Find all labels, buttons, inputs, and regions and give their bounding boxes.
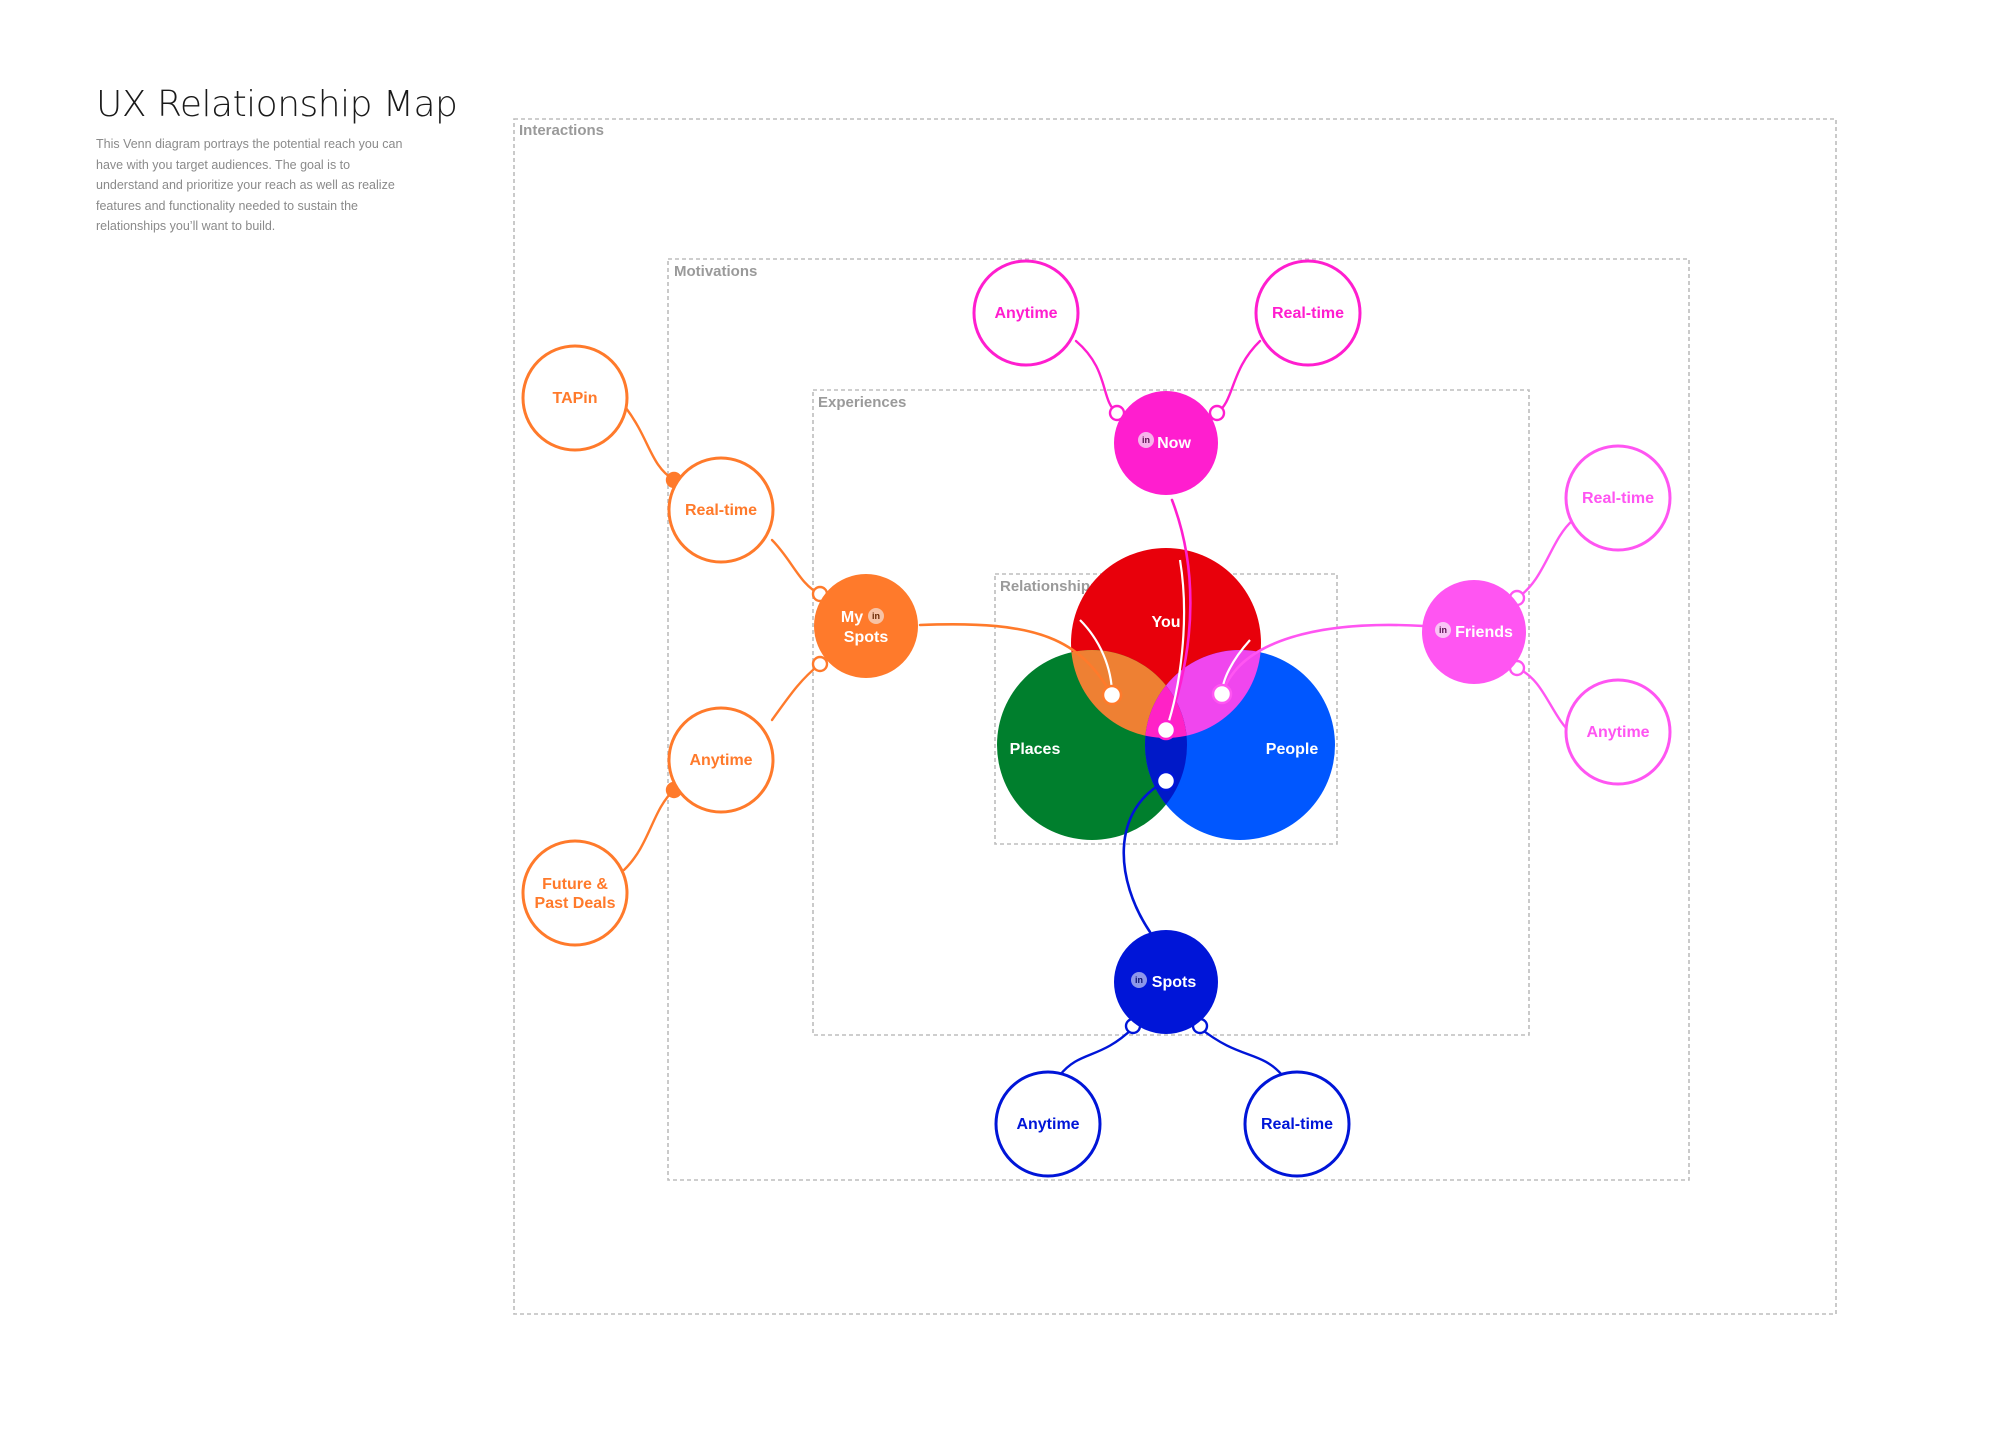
page-title: UX Relationship Map — [96, 84, 458, 125]
hub-my-spots-label-line2: Spots — [844, 629, 889, 646]
hub-friends-label: Friends — [1455, 624, 1513, 641]
svg-text:in: in — [1135, 975, 1143, 985]
hub-my-spots[interactable]: My in Spots — [814, 574, 918, 678]
venn-overlap-you-people — [1145, 650, 1261, 738]
svg-text:in: in — [1439, 625, 1447, 635]
connector-myspots-venn — [918, 623, 1114, 697]
svg-text:in: in — [1142, 435, 1150, 445]
connector-spots-realtime — [1198, 1026, 1284, 1077]
leaf-myspots-anytime-label: Anytime — [689, 752, 752, 769]
connector-tapin-realtime — [624, 406, 676, 482]
zone-interactions: Interactions — [513, 118, 1837, 1315]
connector-anytime-future — [622, 788, 676, 872]
zone-motivations: Motivations — [667, 258, 1690, 1181]
zone-experiences: Experiences — [812, 389, 1530, 1036]
connector-now-realtime — [1215, 339, 1262, 415]
leaf-now-anytime-label: Anytime — [994, 305, 1057, 322]
leaf-spots-realtime[interactable]: Real-time — [1243, 1070, 1351, 1178]
leaf-tapin[interactable]: TAPin — [521, 344, 629, 452]
port-now-right — [1208, 404, 1226, 422]
leaf-tapin-label: TAPin — [552, 390, 597, 407]
connector-friends-realtime — [1515, 518, 1575, 600]
hub-spots[interactable]: in Spots — [1114, 930, 1218, 1034]
connector-dot-myspots — [1101, 684, 1123, 706]
hub-now[interactable]: in Now — [1114, 391, 1218, 495]
leaf-friends-realtime-label: Real-time — [1582, 490, 1654, 507]
in-badge-icon: in — [1138, 432, 1154, 448]
leaf-myspots-anytime[interactable]: Anytime — [667, 706, 775, 814]
venn-label-places: Places — [1010, 741, 1061, 758]
leaf-friends-realtime[interactable]: Real-time — [1564, 444, 1672, 552]
connector-now-anytime — [1074, 339, 1119, 415]
leaf-spots-anytime-label: Anytime — [1016, 1116, 1079, 1133]
connector-dot-friends — [1211, 683, 1233, 705]
leaf-friends-anytime-label: Anytime — [1586, 724, 1649, 741]
connector-dot-spots — [1155, 770, 1177, 792]
leaf-now-realtime-label: Real-time — [1272, 305, 1344, 322]
venn-overlap-you-places — [1071, 650, 1187, 738]
connector-friends-venn — [1220, 623, 1426, 696]
zone-label-experiences: Experiences — [818, 394, 906, 411]
connector-now-venn — [1164, 498, 1192, 732]
port-myspots-bottom — [811, 655, 829, 673]
zone-label-interactions: Interactions — [519, 122, 604, 139]
in-badge-icon: in — [1131, 972, 1147, 988]
connector-friends-anytime — [1515, 666, 1575, 737]
leaf-spots-realtime-label: Real-time — [1261, 1116, 1333, 1133]
zone-label-relationships: Relationships — [1000, 578, 1098, 595]
in-badge-icon: in — [1435, 622, 1451, 638]
zone-label-motivations: Motivations — [674, 263, 757, 280]
leaf-myspots-realtime[interactable]: Real-time — [667, 456, 775, 564]
venn-label-people: People — [1266, 741, 1319, 758]
leaf-myspots-realtime-label: Real-time — [685, 502, 757, 519]
hub-my-spots-label-line1: My — [841, 609, 863, 626]
leaf-now-realtime[interactable]: Real-time — [1254, 259, 1362, 367]
leaf-future-past-label-line2: Past Deals — [535, 895, 616, 912]
leaf-now-anytime[interactable]: Anytime — [972, 259, 1080, 367]
hub-spots-label: Spots — [1152, 974, 1197, 991]
connector-spots-venn — [1122, 779, 1168, 934]
venn-label-you: You — [1151, 614, 1180, 631]
page-description: This Venn diagram portrays the potential… — [96, 137, 403, 233]
leaf-friends-anytime[interactable]: Anytime — [1564, 678, 1672, 786]
leaf-spots-anytime[interactable]: Anytime — [994, 1070, 1102, 1178]
in-badge-icon: in — [868, 608, 884, 624]
leaf-future-past-label-line1: Future & — [542, 876, 608, 893]
hub-now-label: Now — [1157, 435, 1191, 452]
hub-friends[interactable]: in Friends — [1422, 580, 1526, 684]
svg-text:in: in — [872, 611, 880, 621]
connector-dot-now — [1155, 719, 1177, 741]
leaf-future-past-deals[interactable]: Future & Past Deals — [521, 839, 629, 947]
connector-spots-anytime — [1058, 1026, 1135, 1077]
